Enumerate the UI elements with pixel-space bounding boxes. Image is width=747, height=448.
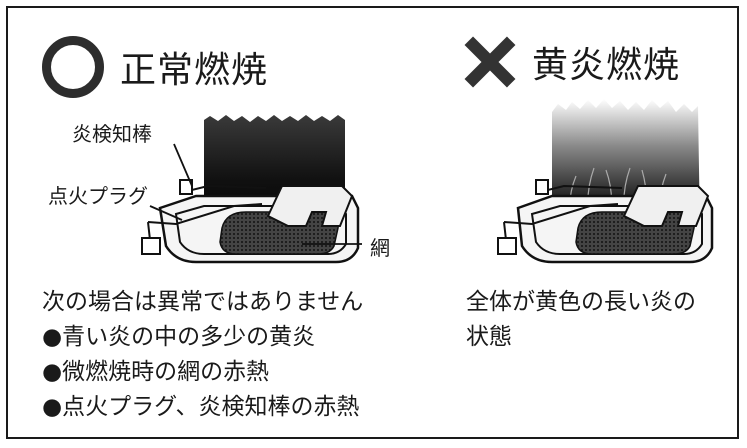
label-mesh: 網 [370, 236, 390, 260]
circle-mark-icon [42, 36, 104, 98]
note-line: 状態 [466, 324, 512, 350]
label-ignition-plug: 点火プラグ [48, 184, 148, 208]
diagram-frame [6, 6, 739, 439]
yellow-notes: 全体が黄色の長い炎の 状態 [466, 285, 696, 355]
normal-title: 正常燃焼 [120, 50, 269, 91]
note-line: 次の場合は異常ではありません [42, 289, 364, 315]
normal-notes: 次の場合は異常ではありません ●青い炎の中の多少の黄炎 ●微燃焼時の網の赤熱 ●… [42, 285, 363, 425]
note-line: 全体が黄色の長い炎の [466, 289, 696, 315]
note-line: ●青い炎の中の多少の黄炎 [42, 324, 316, 350]
note-line: ●微燃焼時の網の赤熱 [42, 359, 270, 385]
label-flame-sensor: 炎検知棒 [72, 122, 152, 146]
yellow-title: 黄炎燃焼 [532, 45, 681, 86]
normal-heading: 正常燃焼 [42, 36, 268, 98]
note-line: ●点火プラグ、炎検知棒の赤熱 [42, 394, 360, 420]
yellow-heading: 黄炎燃焼 [464, 36, 680, 88]
